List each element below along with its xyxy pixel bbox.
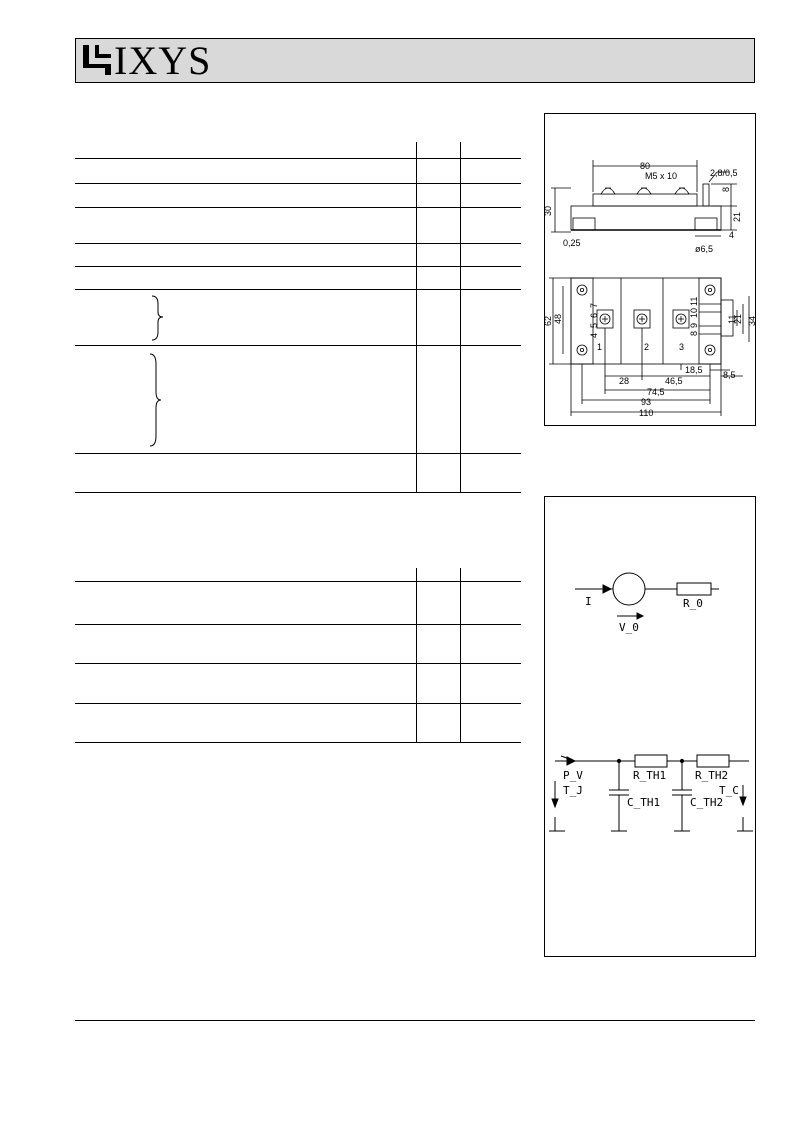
dim-21-top: 21 bbox=[733, 314, 743, 324]
dim-62: 62 bbox=[545, 316, 553, 326]
rth2-label: R_TH2 bbox=[695, 769, 728, 782]
cth2-label: C_TH2 bbox=[690, 796, 723, 809]
dim-6-5: ø6,5 bbox=[695, 244, 713, 254]
dim-8-5: 8,5 bbox=[723, 370, 736, 380]
dim-2-8: 2,8/0,5 bbox=[710, 168, 738, 178]
pin-11-label: 11 bbox=[689, 297, 699, 306]
module-dimension-drawing: 80 M5 x 10 2,8/0,5 8 30 21 4 0,25 ø6,5 6… bbox=[545, 160, 757, 418]
pin-6-label: 6 bbox=[589, 313, 599, 318]
pv-label: P_V bbox=[563, 769, 583, 782]
dim-28: 28 bbox=[619, 376, 629, 386]
dim-0-25: 0,25 bbox=[563, 238, 581, 248]
current-label: I bbox=[585, 595, 592, 608]
dim-74-5: 74,5 bbox=[647, 387, 665, 397]
pin-8-label: 8 bbox=[689, 331, 699, 336]
pin-7-label: 7 bbox=[589, 303, 599, 308]
footer-divider bbox=[75, 1020, 755, 1021]
dim-48: 48 bbox=[553, 314, 563, 324]
dim-screw: M5 x 10 bbox=[645, 171, 677, 181]
pin-3-label: 3 bbox=[679, 342, 684, 352]
dim-93: 93 bbox=[641, 397, 651, 407]
pin-9-label: 9 bbox=[689, 323, 699, 328]
v0-label: V_0 bbox=[619, 621, 639, 634]
brace-2-icon bbox=[149, 353, 162, 447]
header-bar: IXYS bbox=[75, 38, 755, 83]
tj-label: T_J bbox=[563, 784, 583, 797]
dim-46-5: 46,5 bbox=[665, 376, 683, 386]
rth1-label: R_TH1 bbox=[633, 769, 666, 782]
equivalent-circuit-panel: I R_0 V_0 P_V T_J R_TH1 R_TH2 T_C C_TH1 … bbox=[544, 496, 756, 957]
brace-1-icon bbox=[151, 295, 164, 341]
dim-8: 8 bbox=[721, 187, 731, 192]
dim-34: 34 bbox=[747, 316, 757, 326]
pin-2-label: 2 bbox=[644, 342, 649, 352]
dim-18-5: 18,5 bbox=[685, 365, 703, 375]
pin-10-label: 10 bbox=[689, 308, 699, 318]
dim-110: 110 bbox=[639, 408, 653, 418]
tc-label: T_C bbox=[719, 784, 739, 797]
dim-11: 11 bbox=[727, 315, 737, 324]
pin-4-label: 4 bbox=[589, 333, 599, 338]
pin-5-label: 5 bbox=[589, 323, 599, 328]
brand-name: IXYS bbox=[114, 38, 212, 83]
pin-1-label: 1 bbox=[597, 342, 602, 352]
dim-21: 21 bbox=[732, 212, 742, 222]
dimension-drawing-panel: 80 M5 x 10 2,8/0,5 8 30 21 4 0,25 ø6,5 6… bbox=[544, 113, 757, 426]
equivalent-circuit-diagram: I R_0 V_0 P_V T_J R_TH1 R_TH2 T_C C_TH1 … bbox=[549, 572, 753, 832]
ixys-logo-icon bbox=[82, 44, 112, 81]
dim-80: 80 bbox=[640, 161, 650, 171]
dim-4: 4 bbox=[729, 230, 734, 240]
cth1-label: C_TH1 bbox=[627, 796, 660, 809]
dim-30: 30 bbox=[545, 206, 553, 216]
r0-label: R_0 bbox=[683, 597, 703, 610]
